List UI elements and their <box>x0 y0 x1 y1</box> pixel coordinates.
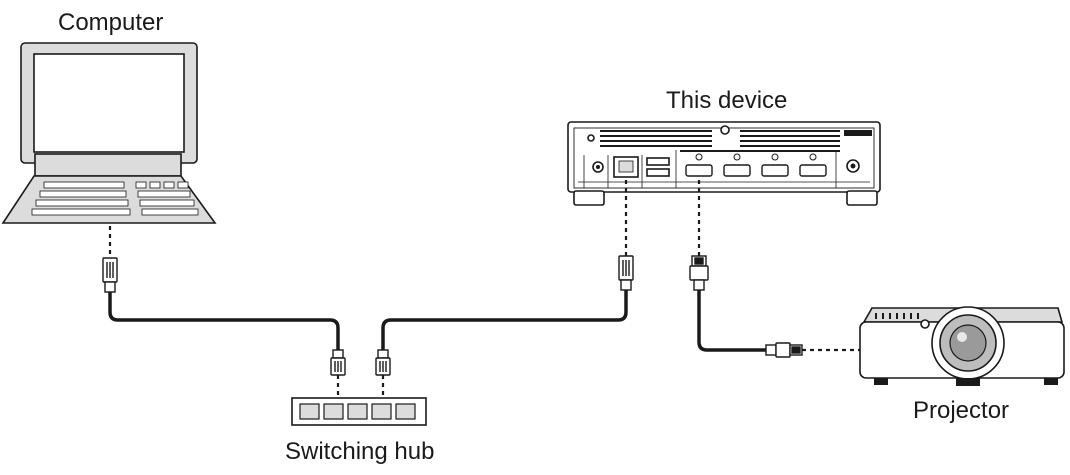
lan-cable-hub-device <box>381 288 628 352</box>
rj45-connector-icon <box>102 257 118 293</box>
lan-cable-computer-hub <box>108 290 340 352</box>
projector-icon <box>859 306 1065 386</box>
projector-label: Projector <box>913 397 1010 424</box>
computer-label: Computer <box>58 9 164 36</box>
hdmi-connector-icon <box>765 342 803 358</box>
rj45-connector-icon <box>618 255 634 291</box>
network-switch-icon <box>291 397 427 426</box>
this-device-label: This device <box>666 87 788 114</box>
dashed-connection-lines <box>108 180 860 398</box>
computer-icon <box>1 42 217 224</box>
switching-hub-label: Switching hub <box>285 438 435 465</box>
rj45-connector-icon <box>330 349 346 376</box>
media-player-device-icon <box>567 121 881 206</box>
rj45-connector-icon <box>375 349 391 376</box>
hdmi-cable-device-projector <box>697 288 768 352</box>
hdmi-connector-icon <box>689 255 709 291</box>
